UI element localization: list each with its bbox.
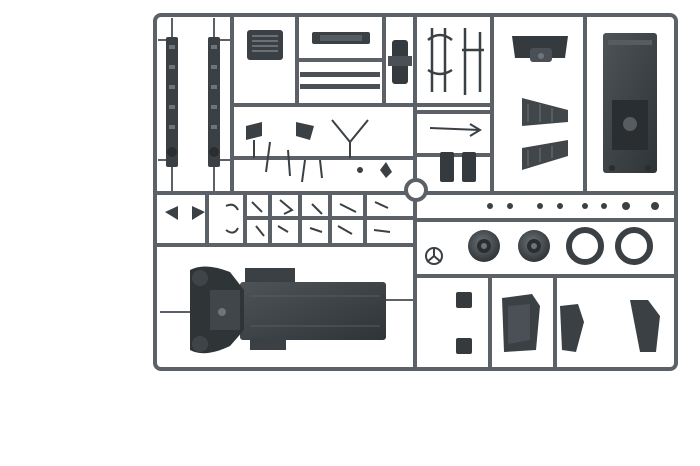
cab-roof-part <box>512 36 568 62</box>
hood-parts <box>522 98 568 170</box>
frame-struts <box>427 28 484 95</box>
wheel-nuts <box>487 202 659 210</box>
seat-parts <box>440 152 476 182</box>
axle-blocks <box>456 292 472 354</box>
bracket-parts <box>246 119 392 183</box>
side-rail-parts <box>158 18 232 193</box>
wheel-hubs <box>468 230 550 262</box>
radiator-grille-part <box>247 30 283 60</box>
main-chassis-part <box>160 266 415 354</box>
tires <box>566 227 653 265</box>
steering-column-part <box>429 123 482 137</box>
small-fittings <box>165 199 391 237</box>
sprue-frame <box>153 13 678 371</box>
chassis-floor-part <box>603 33 657 173</box>
steering-wheel-part <box>425 247 443 265</box>
bumper-bar-part <box>300 32 380 89</box>
winch-part <box>388 40 412 84</box>
sprue-hub <box>404 178 428 202</box>
mudguard-parts <box>502 294 660 352</box>
